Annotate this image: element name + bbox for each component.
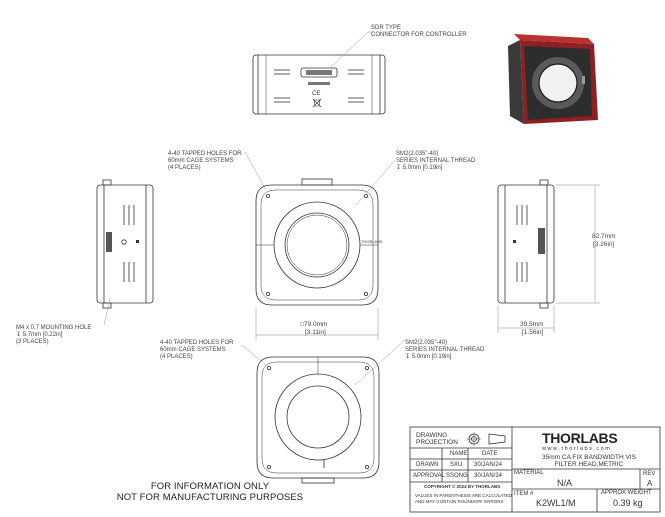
weight-value: 0.39 kg — [613, 498, 643, 508]
copyright: COPYRIGHT © 2024 BY THORLABS — [424, 484, 501, 489]
svg-text:THORLABS: THORLABS — [361, 239, 383, 244]
depth-dimension: 39.5mm — [520, 321, 544, 328]
top-view: CE — [252, 31, 386, 115]
thread-callout-bottom: SM2(2.035"-40) SERIES INTERNAL THREAD ↧ … — [405, 340, 485, 360]
title-block-frame — [409, 426, 661, 513]
drawn-name: SXU — [450, 462, 463, 468]
thread-callout-top: SM2(2.035"-40) SERIES INTERNAL THREAD ↧ … — [396, 151, 476, 171]
approval-label: APPROVAL — [413, 473, 445, 479]
mounting-hole-callout: M4 x 0.7 MOUNTING HOLE ↧ 5.7mm [0.22in] … — [16, 325, 92, 345]
drawn-label: DRAWN — [416, 462, 439, 468]
website: w w w . t h o r l a b s . c o m — [542, 446, 610, 452]
back-view — [241, 339, 406, 484]
approval-date: 30/JAN/24 — [474, 473, 503, 479]
drawn-date: 30/JAN/24 — [474, 462, 503, 468]
item-value: K2WL1/M — [536, 498, 576, 508]
front-view: THORLABS — [244, 151, 396, 340]
disclaimer: FOR INFORMATION ONLY NOT FOR MANUFACTURI… — [116, 481, 304, 503]
name-header: NAME — [450, 451, 468, 457]
height-dimension-in: [3.26in] — [593, 241, 615, 248]
weight-label: APPROX WEIGHT — [601, 490, 652, 496]
right-side-view — [497, 179, 600, 333]
rev-label: REV — [643, 471, 656, 477]
svg-text:CE: CE — [312, 91, 320, 97]
material-value: N/A — [557, 478, 573, 488]
roundoff-note: VALUES IN PARENTHESIS ARE CALCULATED AND… — [415, 493, 512, 504]
cage-holes-callout-bottom: 4-40 TAPPED HOLES FOR 60mm CAGE SYSTEMS … — [160, 340, 234, 360]
drawing-projection-label: DRAWING PROJECTION — [416, 432, 458, 446]
item-label: ITEM # — [514, 491, 534, 497]
depth-dimension-in: [1.56in] — [522, 329, 544, 336]
product-photo — [508, 34, 598, 124]
cage-holes-callout-top: 4-40 TAPPED HOLES FOR 60mm CAGE SYSTEMS … — [168, 151, 242, 171]
rev-value: A — [647, 479, 653, 488]
sdr-connector-callout: SDR TYPE CONNECTOR FOR CONTROLLER — [371, 25, 467, 38]
material-label: MATERIAL — [514, 470, 544, 476]
date-header: DATE — [482, 451, 498, 457]
width-dimension: □79.0mm — [300, 321, 328, 328]
approval-name: SSONG — [446, 473, 468, 479]
title-block: DRAWING PROJECTION THORLABS w w w . t h … — [410, 427, 660, 512]
left-side-view — [96, 179, 154, 326]
drawing-title: 35mm CA FIX BANDWIDTH VIS FILTER HEAD,ME… — [542, 454, 636, 468]
height-dimension: 82.7mm — [592, 233, 616, 240]
thorlabs-logo: THORLABS — [542, 430, 618, 446]
width-dimension-in: [3.11in] — [305, 329, 326, 336]
